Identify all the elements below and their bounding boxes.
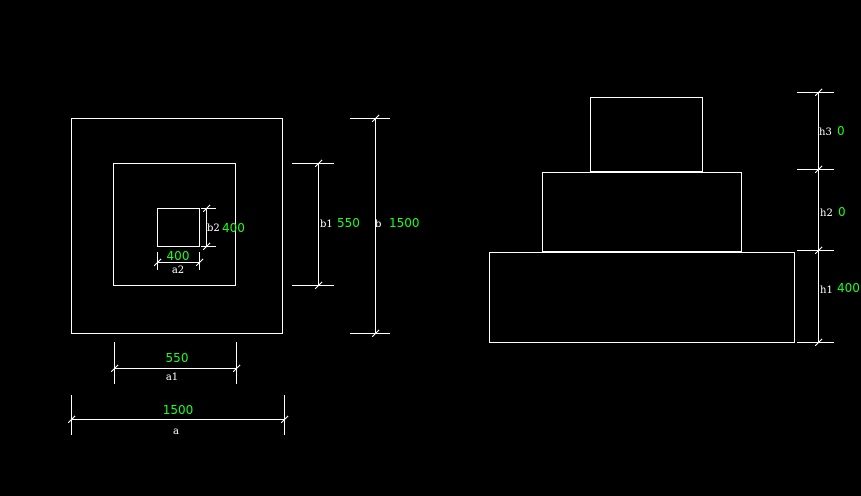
dim-a2-label: a2 xyxy=(172,265,184,276)
dim-h3-value: 0 xyxy=(837,124,845,138)
dim-a1-tick-left xyxy=(110,364,119,373)
dim-a1-tick-right xyxy=(232,364,241,373)
dim-b2-label: b2 xyxy=(207,223,220,234)
dim-h2-value: 0 xyxy=(838,205,846,219)
plan-outer-rect xyxy=(71,118,283,334)
dim-h1-tick-top xyxy=(814,246,823,255)
dim-b2-tick-top xyxy=(202,204,211,213)
dim-h1-label: h1 xyxy=(820,285,833,296)
dim-b2-value: 400 xyxy=(222,221,245,235)
dim-h1: h1 400 xyxy=(820,281,860,296)
dim-b-tick-top xyxy=(371,114,380,123)
dim-h2: h2 0 xyxy=(820,205,846,219)
dim-b1-value: 550 xyxy=(337,216,360,230)
dim-a1-value: 550 xyxy=(166,351,189,365)
dim-b: b 1500 xyxy=(350,114,420,338)
dim-h2-label: h2 xyxy=(820,208,833,219)
dim-b2: b2 400 xyxy=(201,204,245,251)
dim-b1-tick-top xyxy=(314,159,323,168)
plan-column-rect xyxy=(157,208,200,247)
dim-h1-value: 400 xyxy=(837,281,860,295)
dim-a-value: 1500 xyxy=(163,403,194,417)
elevation-middle-step xyxy=(542,172,742,252)
dim-b-label: b xyxy=(375,219,381,230)
elevation-top-step xyxy=(590,97,703,172)
dim-a2-tick-right xyxy=(195,258,204,267)
dim-h3: h3 0 xyxy=(819,124,845,138)
dim-a2-tick-left xyxy=(153,258,162,267)
dim-a: 1500 a xyxy=(67,395,289,437)
plan-middle-rect xyxy=(113,163,236,286)
dim-b2-tick-bottom xyxy=(202,242,211,251)
dim-b1: b1 550 xyxy=(292,159,360,290)
dim-h2-tick-top xyxy=(814,165,823,174)
dim-a2-value: 400 xyxy=(167,249,190,263)
dim-a1: 550 a1 xyxy=(110,342,241,384)
dim-a-tick-left xyxy=(67,415,76,424)
dim-b-tick-bottom xyxy=(371,329,380,338)
dim-b-value: 1500 xyxy=(389,216,420,230)
dim-h3-tick-top xyxy=(814,88,823,97)
dim-a1-label: a1 xyxy=(166,372,178,383)
elevation-base-step xyxy=(489,252,795,343)
dim-b1-tick-bottom xyxy=(314,281,323,290)
plan-view: 1500 a 550 a1 400 a2 xyxy=(67,114,420,437)
elevation-view: h3 0 h2 0 h1 400 xyxy=(489,88,860,347)
dim-b1-label: b1 xyxy=(320,219,333,230)
dim-a-tick-right xyxy=(280,415,289,424)
dim-a-label: a xyxy=(173,426,179,437)
dim-a2: 400 a2 xyxy=(153,249,204,276)
dim-h1-tick-bottom xyxy=(814,338,823,347)
dim-h3-label: h3 xyxy=(819,127,832,138)
